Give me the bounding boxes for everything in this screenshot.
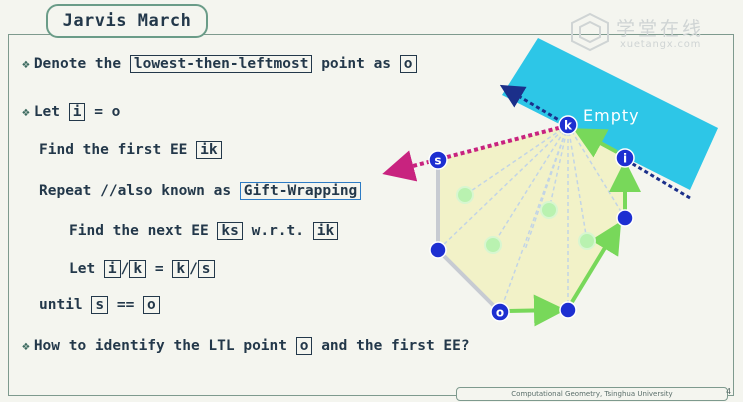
empty-label: Empty [583,106,640,125]
boxed-term: k [172,260,190,278]
hull-arrow-up1 [570,221,622,304]
jarvis-march-diagram: Empty k s [382,38,718,327]
svg-text:k: k [564,119,573,133]
empty-region [502,38,718,190]
boxed-term: ks [217,222,243,240]
boxed-term: k [129,260,147,278]
boxed-term: i [103,260,121,278]
line-let-i: ❖Let i = o [22,103,121,121]
edge-arrow-ks [382,124,567,182]
bullet-icon: ❖ [22,105,30,120]
boxed-term-highlight: Gift-Wrapping [239,182,362,200]
line-find-next: Find the next EE ks w.r.t. ik [69,222,339,240]
hull-arrow-o-next [507,294,566,327]
point-s: s [428,150,448,170]
boxed-term: o [295,337,313,355]
hull-region [438,125,625,312]
line-find-first: Find the first EE ik [39,141,222,159]
candidate-rays [437,124,626,313]
slide-frame [8,34,734,396]
hull-points [429,209,634,319]
point-o: o [490,302,510,322]
boxed-term: s [197,260,215,278]
watermark-en: xuetangx.com [620,39,702,50]
svg-text:o: o [496,306,504,320]
watermark: 学堂在线 xuetangx.com [568,10,733,55]
xuetangx-logo-icon [571,12,609,52]
boxed-term: lowest-then-leftmost [129,55,313,73]
point-k: k [558,115,578,135]
svg-text:s: s [434,154,441,168]
line-question: ❖How to identify the LTL point o and the… [22,337,470,355]
line-let-update: Let i/k = k/s [69,260,215,278]
watermark-cn: 学堂在线 [616,18,705,40]
bullet-icon: ❖ [22,339,30,354]
line-repeat: Repeat //also known as Gift-Wrapping [39,182,362,200]
page-number: 4 [726,387,732,396]
interior-points [456,186,596,254]
line-until: until s == o [39,296,160,314]
boxed-term: o [399,55,417,73]
slide-title: Jarvis March [46,4,208,38]
boxed-term: o [143,296,160,314]
line-denote: ❖Denote the lowest-then-leftmost point a… [22,55,417,73]
bullet-icon: ❖ [22,57,30,72]
svg-text:i: i [623,152,627,166]
point-i: i [615,148,635,168]
boxed-term: ik [196,141,222,159]
boxed-term: ik [312,222,339,240]
boxed-term: s [91,296,109,314]
hull-arrow-i-k [572,128,618,158]
footer-caption: Computational Geometry, Tsinghua Univers… [456,387,728,401]
boxed-term: i [68,103,86,121]
